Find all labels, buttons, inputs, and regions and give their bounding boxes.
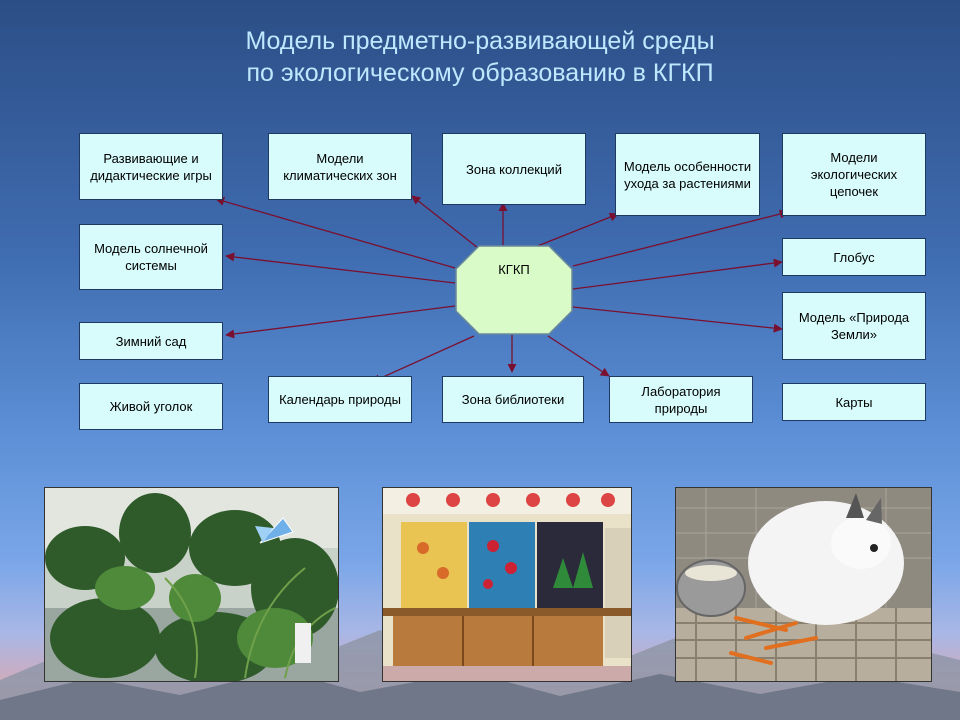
- node-climate: Модели климатических зон: [268, 133, 412, 200]
- center-octagon: [455, 245, 573, 335]
- photo-winter-garden: [44, 487, 339, 682]
- node-winter-garden: Зимний сад: [79, 322, 223, 360]
- node-eco-chains: Модели экологических цепочек: [782, 133, 926, 216]
- node-lab: Лаборатория природы: [609, 376, 753, 423]
- node-solar: Модель солнечной системы: [79, 224, 223, 290]
- slide-title-line-1: Модель предметно-развивающей среды: [245, 27, 715, 55]
- arrow-to-plant-care: [534, 212, 619, 248]
- arrow-to-calendar: [371, 335, 475, 383]
- photo-library-zone: [382, 487, 632, 682]
- node-plant-care: Модель особенности ухода за растениями: [615, 133, 760, 216]
- node-nature-model: Модель «Природа Земли»: [782, 292, 926, 360]
- node-maps: Карты: [782, 383, 926, 421]
- slide-title-line-2: по экологическому образованию в КГКП: [246, 59, 714, 87]
- node-globe: Глобус: [782, 238, 926, 276]
- node-living-corner: Живой уголок: [79, 383, 223, 430]
- node-calendar: Календарь природы: [268, 376, 412, 423]
- arrow-to-climate: [411, 195, 479, 249]
- node-collections: Зона коллекций: [442, 133, 586, 205]
- arrow-to-nature-model: [572, 306, 783, 333]
- arrow-to-lab: [547, 335, 610, 377]
- photo-living-corner: [675, 487, 932, 682]
- node-games: Развивающие и дидактические игры: [79, 133, 223, 200]
- arrow-to-solar: [225, 252, 456, 284]
- arrow-to-games: [215, 196, 456, 269]
- arrow-to-eco-chains: [572, 209, 789, 267]
- node-library: Зона библиотеки: [442, 376, 584, 423]
- arrow-to-globe: [572, 258, 783, 290]
- center-label: КГКП: [498, 262, 530, 277]
- arrow-to-winter-garden: [225, 305, 456, 339]
